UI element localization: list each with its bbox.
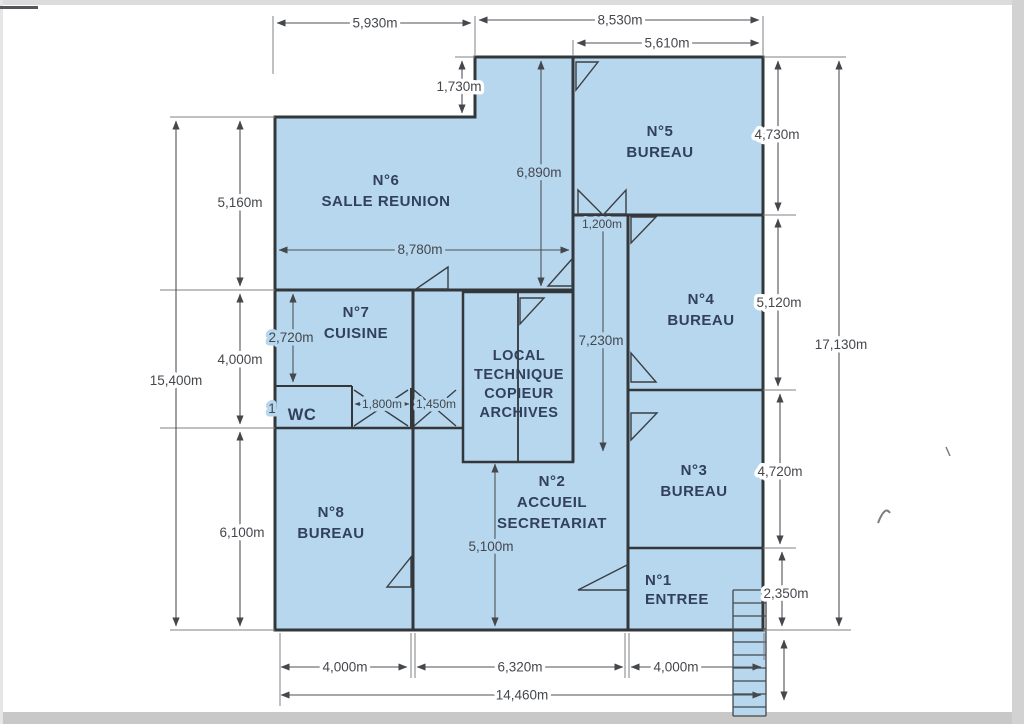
dim-label-n6-inner-height: 6,890m (516, 165, 561, 180)
room-label-n5-name: BUREAU (626, 144, 693, 161)
dim-label-step-height: 1,730m (436, 79, 481, 94)
extension-lines (160, 16, 851, 706)
dim-label-bottom-left-width: 4,000m (322, 660, 367, 675)
door-swing (575, 61, 600, 93)
dim-label-n6-left-height: 5,160m (217, 195, 262, 210)
scan-edge-bottom (0, 712, 1024, 724)
room-label-wc: WC (288, 406, 317, 424)
dim-label-top-right-width: 8,530m (597, 13, 642, 28)
door-swing-wc (353, 389, 409, 427)
door-swing (385, 555, 412, 588)
dim-label-n5-height: 4,730m (754, 127, 799, 142)
door-swing (519, 297, 546, 326)
dim-label-bottom-total-width: 14,460m (496, 688, 549, 703)
scan-edge-top (0, 0, 1024, 5)
dim-label-cuisine-height: 2,720m (268, 330, 313, 345)
dim-label-n3-height: 4,720m (757, 464, 802, 479)
room-label-n2-name-1: ACCUEIL (517, 494, 587, 511)
dim-label-n5-door-width: 1,200m (582, 217, 622, 231)
room-label-n8-name: BUREAU (297, 525, 364, 542)
dim-label-wc-door-width: 1,800m (362, 397, 402, 411)
room-label-n4-number: N°4 (688, 291, 715, 308)
room-label-n6-name: SALLE REUNION (321, 193, 450, 210)
dim-label-n2-height: 5,100m (468, 539, 513, 554)
room-label-n6-number: N°6 (373, 172, 400, 189)
pencil-mark (945, 446, 951, 457)
door-swing (577, 563, 628, 591)
pencil-mark (877, 509, 891, 524)
room-label-n4-name: BUREAU (667, 312, 734, 329)
dim-label-n8-height: 6,100m (219, 525, 264, 540)
dim-label-bottom-middle-width: 6,320m (497, 660, 542, 675)
door-swing-double-left (577, 188, 604, 215)
room-label-n7-name: CUISINE (324, 325, 388, 342)
dim-label-hall-width: 1,450m (416, 397, 456, 411)
room-label-n5-number: N°5 (647, 123, 674, 140)
dim-label-bottom-right-width: 4,000m (653, 660, 698, 675)
door-swing (413, 265, 449, 290)
dim-label-entree-height: 2,350m (763, 586, 808, 601)
room-label-n2-name-2: SECRETARIAT (497, 515, 607, 532)
room-label-n7-number: N°7 (343, 304, 370, 321)
room-label-n3-number: N°3 (681, 462, 708, 479)
room-label-local-2: TECHNIQUE (474, 367, 564, 383)
building-footprint (275, 57, 763, 630)
door-swing (630, 412, 659, 442)
scan-edge-left (0, 0, 3, 724)
door-swing-hall (413, 389, 457, 427)
room-label-local-4: ARCHIVES (480, 405, 559, 421)
room-label-local-1: LOCAL (493, 348, 545, 364)
door-swing (630, 351, 658, 383)
dim-label-right-total-height: 17,130m (815, 337, 868, 352)
room-label-n8-number: N°8 (318, 504, 345, 521)
dim-label-top-left-width: 5,930m (352, 16, 397, 31)
door-swing (546, 257, 573, 287)
dim-label-n6-width: 8,780m (397, 242, 442, 257)
door-swing-double-right (602, 188, 627, 215)
scan-edge-right (1012, 0, 1024, 724)
dimension-lines (172, 16, 843, 701)
dim-label-n5-width: 5,610m (644, 36, 689, 51)
room-label-n2-number: N°2 (539, 473, 566, 490)
staircase-floor (733, 630, 766, 715)
dim-label-partial: 1 (268, 401, 276, 416)
dim-label-n4-height: 5,120m (756, 295, 801, 310)
room-label-n1-number: N°1 (645, 572, 672, 589)
room-label-n3-name: BUREAU (660, 483, 727, 500)
dim-label-middle-left-height: 4,000m (217, 352, 262, 367)
room-label-n1-name: ENTREE (645, 591, 709, 608)
room-labels: N°6 SALLE REUNION N°5 BUREAU N°7 CUISINE… (288, 123, 734, 608)
dim-label-left-total-height: 15,400m (150, 373, 203, 388)
dim-label-corridor-height: 7,230m (578, 333, 623, 348)
room-label-local-3: COPIEUR (484, 386, 554, 402)
door-swing (630, 216, 658, 245)
scan-mark (0, 6, 38, 9)
